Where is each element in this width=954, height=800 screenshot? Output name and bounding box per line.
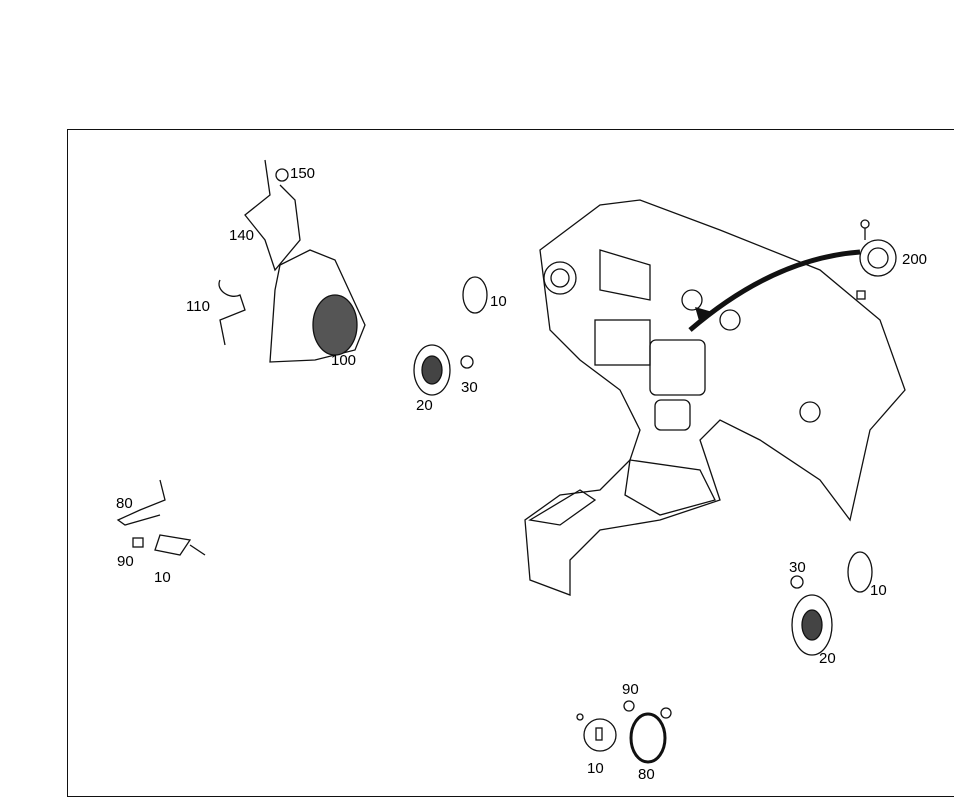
callout-20: 20 — [416, 397, 433, 414]
callout-90: 90 — [622, 681, 639, 698]
callout-30: 30 — [461, 379, 478, 396]
parts-middle — [413, 276, 488, 396]
parts-left — [116, 479, 206, 556]
parts-top-left — [218, 159, 366, 363]
callout-10: 10 — [154, 569, 171, 586]
callout-100: 100 — [331, 352, 357, 369]
callout-150: 150 — [290, 165, 316, 182]
callout-110: 110 — [186, 298, 210, 315]
callout-80: 80 — [638, 766, 655, 783]
callout-200: 200 — [902, 251, 928, 268]
callout-10: 10 — [490, 293, 507, 310]
callout-10: 10 — [870, 582, 887, 599]
callout-30: 30 — [789, 559, 806, 576]
callout-140: 140 — [229, 227, 255, 244]
callout-80: 80 — [116, 495, 133, 512]
callout-20: 20 — [819, 650, 836, 667]
dashboard-illustration — [524, 199, 906, 596]
parts-bottom — [576, 700, 672, 764]
parts-right — [790, 551, 873, 656]
diagram-frame — [67, 129, 954, 797]
callout-10: 10 — [587, 760, 604, 777]
callout-90: 90 — [117, 553, 134, 570]
part-200-tweeter — [856, 219, 897, 300]
